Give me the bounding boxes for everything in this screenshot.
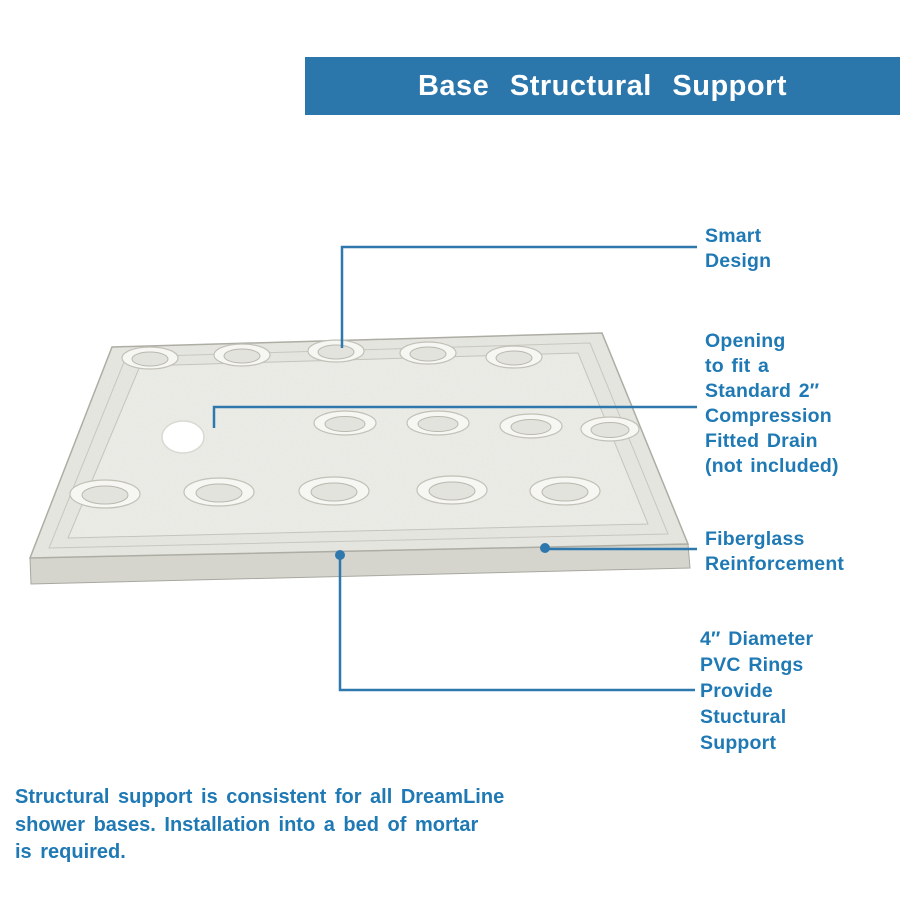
callout-line-text: Smart bbox=[705, 225, 762, 247]
header-banner: Base Structural Support bbox=[305, 57, 900, 115]
callout-line-text: to fit a bbox=[705, 355, 770, 377]
callout-line-text: Opening bbox=[705, 330, 786, 352]
callout-line-text: Fitted Drain bbox=[705, 430, 818, 452]
callout-line-pvc-rings bbox=[338, 556, 695, 692]
callout-line-text: PVC Rings bbox=[700, 654, 804, 676]
callout-line-text: Compression bbox=[705, 405, 832, 427]
callout-line-text: Provide bbox=[700, 680, 773, 702]
footer-line: Structural support is consistent for all… bbox=[15, 786, 505, 808]
pvc-ring bbox=[183, 477, 255, 507]
pvc-ring bbox=[399, 341, 457, 365]
callout-line-text: Stuctural bbox=[700, 706, 787, 728]
surface-texture bbox=[30, 333, 688, 558]
pvc-ring bbox=[485, 345, 543, 369]
pvc-ring bbox=[69, 479, 141, 509]
callout-fiberglass-reinforcement: Fiberglass Reinforcement bbox=[705, 527, 844, 577]
callout-smart-design: Smart Design bbox=[705, 224, 771, 274]
pvc-ring bbox=[307, 339, 365, 363]
callout-dot-fiberglass bbox=[540, 543, 550, 553]
callout-line-text: Design bbox=[705, 250, 772, 272]
pvc-ring bbox=[499, 413, 563, 439]
footer-note: Structural support is consistent for all… bbox=[15, 784, 504, 867]
pvc-ring bbox=[313, 410, 377, 436]
pvc-ring bbox=[213, 343, 271, 367]
footer-line: shower bases. Installation into a bed of… bbox=[15, 813, 479, 836]
callout-line-text: (not included) bbox=[705, 455, 839, 477]
pvc-ring bbox=[529, 476, 601, 506]
pvc-ring bbox=[406, 410, 470, 436]
callout-line-text: 4″ Diameter bbox=[700, 628, 814, 650]
callout-line-text: Fiberglass bbox=[705, 528, 805, 550]
footer-line: is required. bbox=[15, 841, 126, 863]
callout-line-drain-opening bbox=[212, 405, 697, 428]
pvc-ring bbox=[121, 346, 179, 370]
pvc-ring bbox=[416, 475, 488, 505]
callout-line-text: Reinforcement bbox=[705, 553, 845, 575]
callout-pvc-rings: 4″ Diameter PVC Rings Provide Stuctural … bbox=[700, 626, 813, 756]
shower-base bbox=[28, 332, 691, 585]
callout-line-smart-design bbox=[340, 245, 697, 348]
pvc-ring bbox=[298, 476, 370, 506]
callout-dot-pvc-rings bbox=[335, 550, 345, 560]
page-title: Base Structural Support bbox=[417, 69, 788, 102]
callout-line-text: Standard 2″ bbox=[705, 380, 820, 402]
drain-opening bbox=[161, 420, 205, 454]
callout-drain-opening: Opening to fit a Standard 2″ Compression… bbox=[705, 329, 839, 479]
callout-line-text: Support bbox=[700, 732, 777, 754]
pvc-ring bbox=[580, 416, 640, 442]
